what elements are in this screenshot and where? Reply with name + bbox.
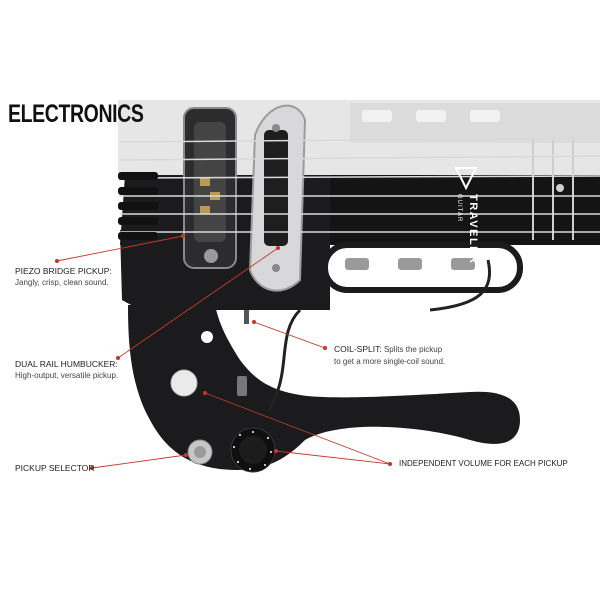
traveler-logo: TRAVELER GUITAR bbox=[454, 167, 479, 264]
pickup-selector-knob[interactable] bbox=[187, 439, 213, 465]
callout-coil-split: COIL-SPLIT: Splits the pickup to get a m… bbox=[334, 342, 445, 368]
string-anchors bbox=[118, 172, 158, 240]
callout-coil-split-title: COIL-SPLIT: bbox=[334, 344, 382, 354]
callout-coil-split-desc-inline: Splits the pickup bbox=[381, 345, 443, 354]
humbucker-line bbox=[117, 247, 279, 359]
callout-selector-title: PICKUP SELECTOR bbox=[15, 463, 95, 473]
strings bbox=[119, 137, 600, 233]
brand-sub: GUITAR bbox=[456, 194, 462, 222]
callout-coil-split-desc: to get a more single-coil sound. bbox=[334, 357, 446, 366]
selector-line bbox=[91, 454, 187, 469]
callout-humbucker: DUAL RAIL HUMBUCKER: High-output, versat… bbox=[15, 358, 118, 382]
piezo-line bbox=[56, 235, 184, 262]
volume-knob[interactable] bbox=[230, 427, 276, 473]
volume-line bbox=[204, 392, 391, 465]
section-heading: ELECTRONICS bbox=[8, 100, 144, 128]
coil-split-line bbox=[253, 321, 326, 349]
faded-guitar-top bbox=[118, 100, 600, 245]
volume-line-2 bbox=[275, 450, 391, 465]
brand-name: TRAVELER bbox=[467, 194, 479, 264]
callout-piezo-title: PIEZO BRIDGE PICKUP: bbox=[15, 266, 112, 276]
callout-volume-title: INDEPENDENT VOLUME FOR EACH PICKUP bbox=[399, 459, 568, 468]
coil-split-switch[interactable] bbox=[244, 310, 249, 324]
output-jack bbox=[237, 376, 247, 396]
callout-volume: INDEPENDENT VOLUME FOR EACH PICKUP bbox=[399, 458, 568, 470]
callout-piezo-desc: Jangly, crisp, clean sound. bbox=[15, 278, 109, 287]
piezo-bridge bbox=[183, 107, 237, 269]
callout-selector: PICKUP SELECTOR bbox=[15, 462, 95, 474]
body-hole bbox=[201, 331, 213, 343]
callout-lines bbox=[54, 233, 393, 471]
callout-humbucker-title: DUAL RAIL HUMBUCKER: bbox=[15, 359, 118, 369]
white-push-button[interactable] bbox=[170, 369, 198, 397]
dual-rail-humbucker bbox=[248, 104, 307, 292]
callout-piezo: PIEZO BRIDGE PICKUP: Jangly, crisp, clea… bbox=[15, 265, 112, 289]
callout-humbucker-desc: High-output, versatile pickup. bbox=[15, 371, 119, 380]
